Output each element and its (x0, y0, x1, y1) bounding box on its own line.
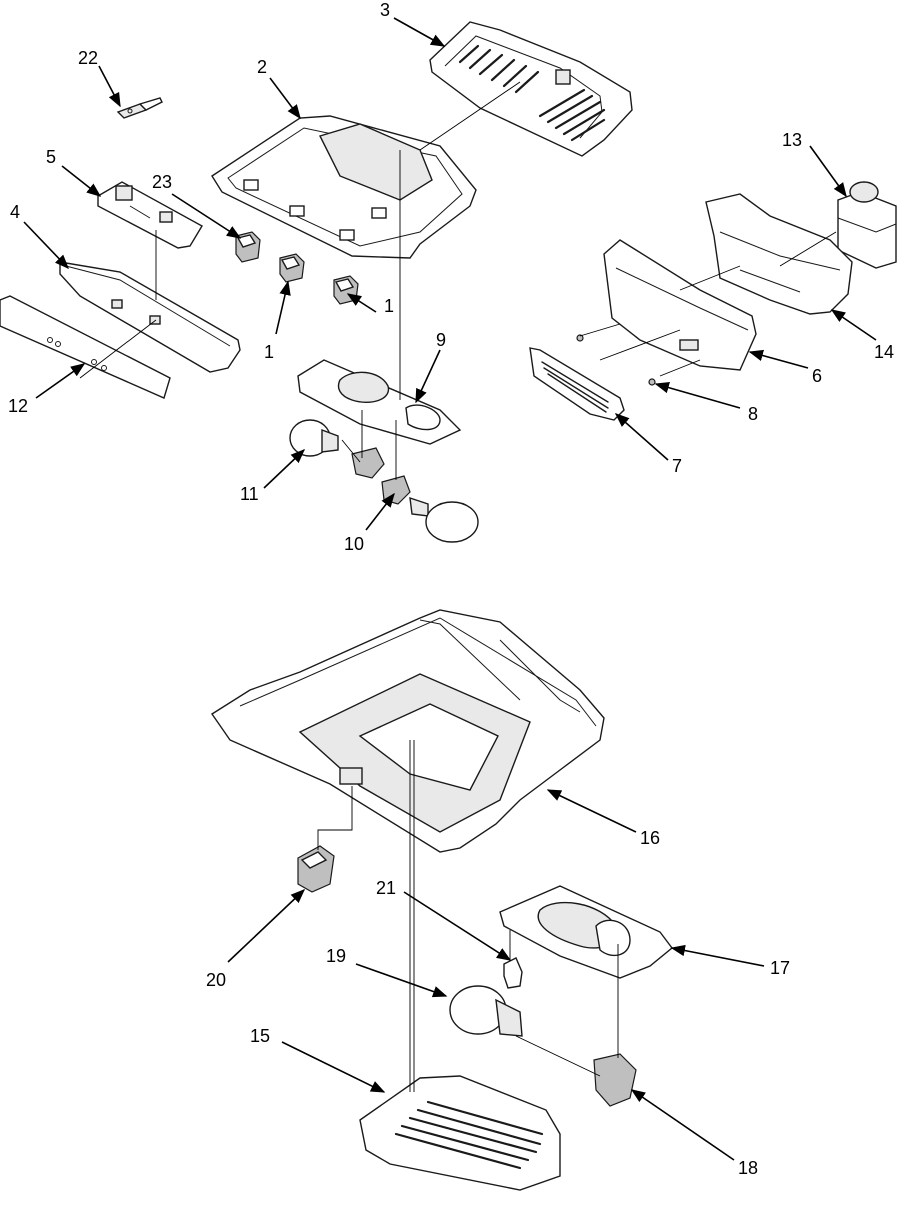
callout-16: 16 (640, 828, 660, 848)
part-9-lamp-lens (297, 359, 462, 445)
part-6-dispenser-front (603, 239, 757, 371)
part-13-actuator (837, 181, 897, 269)
callout-11: 11 (240, 484, 259, 504)
part-2-control-housing (211, 115, 477, 259)
callout-14: 14 (874, 342, 894, 362)
part-15-drip-tray (359, 1075, 561, 1191)
part-1-switch-right (333, 275, 359, 305)
part-5-control-board (97, 181, 203, 249)
callout-2: 2 (257, 57, 267, 77)
callout-12: 12 (8, 396, 28, 416)
part-16-lower-housing (211, 609, 605, 853)
part-10-bulb (409, 496, 479, 543)
callout-23: 23 (152, 172, 172, 192)
part-14-dispenser-housing (705, 193, 853, 315)
part-20-switch (297, 845, 335, 893)
part-11-socket (351, 447, 385, 479)
part-17-lamp-cover (499, 885, 673, 979)
part-21-push-pin (503, 957, 523, 989)
part-7-drip-tray (529, 347, 625, 421)
callout-8: 8 (748, 404, 758, 424)
callout-1-left: 1 (264, 342, 274, 362)
part-12-overlay-label (0, 295, 171, 399)
callout-22: 22 (78, 48, 98, 68)
callout-5: 5 (46, 147, 56, 167)
part-22-pin (116, 97, 163, 119)
assembly-lines (79, 81, 837, 1092)
callout-1-right: 1 (384, 296, 394, 316)
leader-arrows (23, 17, 877, 1161)
callout-6: 6 (812, 366, 822, 386)
callout-19: 19 (326, 946, 346, 966)
callout-15: 15 (250, 1026, 270, 1046)
callout-20: 20 (206, 970, 226, 990)
part-1-switch-left (279, 253, 305, 283)
part-10-socket (381, 475, 411, 505)
part-4-console-bezel (59, 261, 241, 373)
callout-9: 9 (436, 330, 446, 350)
callout-18: 18 (738, 1158, 758, 1178)
part-18-socket (593, 1053, 637, 1107)
part-8-screw (576, 334, 656, 386)
callout-3: 3 (380, 0, 390, 20)
callout-21: 21 (376, 878, 396, 898)
callout-13: 13 (782, 130, 802, 150)
callout-4: 4 (10, 202, 20, 222)
part-23-switch (235, 231, 261, 263)
callout-7: 7 (672, 456, 682, 476)
part-3-top-grille-cover (429, 21, 633, 157)
callout-17: 17 (770, 958, 790, 978)
callout-10: 10 (344, 534, 364, 554)
part-11-bulb (289, 419, 339, 457)
part-19-bulb (449, 985, 523, 1037)
